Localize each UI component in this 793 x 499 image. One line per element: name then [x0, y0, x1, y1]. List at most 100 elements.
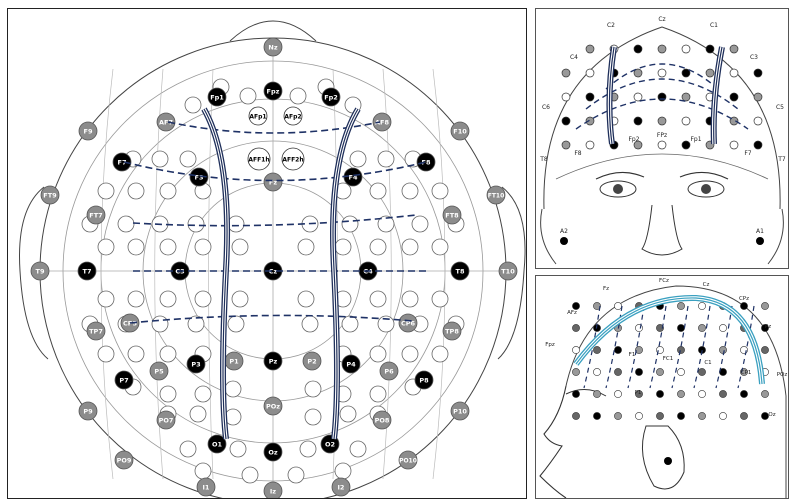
electrode-aff1h	[247, 147, 271, 171]
electrode-label-p4: P4	[346, 360, 356, 368]
side-electrode	[677, 302, 685, 310]
front-label-c2: C2	[607, 22, 615, 29]
side-electrode	[572, 368, 580, 376]
front-electrode	[681, 92, 691, 102]
intermediate-electrode	[339, 405, 357, 423]
meridian-right-3	[432, 68, 446, 480]
side-electrode	[698, 390, 706, 398]
side-cyan-strip-gap	[574, 296, 764, 385]
intermediate-electrode	[289, 87, 307, 105]
side-electrode	[719, 346, 727, 354]
electrode-label-po9: PO9	[117, 456, 132, 464]
front-electrode	[633, 44, 643, 54]
side-label-f1: F1	[629, 352, 636, 358]
intermediate-electrode	[341, 215, 359, 233]
left-ear-outline	[19, 186, 49, 360]
front-electrode	[561, 140, 571, 150]
front-electrode	[633, 140, 643, 150]
front-dashed-arc-3	[605, 63, 719, 90]
side-label-poz: POz	[777, 372, 788, 378]
front-electrode	[729, 44, 739, 54]
electrode-label-aff1h: AFF1h	[248, 156, 269, 163]
side-electrode	[761, 390, 769, 398]
front-electrode	[681, 44, 691, 54]
electrode-label-f3: F3	[195, 173, 204, 181]
intermediate-electrode	[401, 290, 419, 308]
front-left-pupil	[613, 184, 623, 194]
dashed-line-3	[132, 214, 417, 227]
dashed-line-5	[129, 314, 414, 324]
electrode-label-t9: T9	[36, 267, 45, 275]
electrode-iz	[263, 481, 283, 498]
electrode-p2	[302, 351, 322, 371]
intermediate-electrode	[431, 290, 449, 308]
electrode-po7	[156, 410, 176, 430]
front-left-strip-inner	[608, 46, 615, 145]
electrode-label-af8: AF8	[375, 118, 389, 126]
front-left-eye	[599, 180, 637, 198]
electrode-label-fp2: Fp2	[324, 93, 338, 101]
electrode-label-afp1: AFp1	[249, 113, 266, 120]
side-electrode	[614, 346, 622, 354]
side-electrode	[593, 368, 601, 376]
electrode-label-f10: F10	[453, 127, 467, 135]
intermediate-electrode	[341, 315, 359, 333]
intermediate-electrode	[369, 238, 387, 256]
electrode-label-p7: P7	[119, 376, 128, 384]
electrode-label-p2: P2	[307, 357, 316, 365]
side-label-oz: Oz	[768, 412, 775, 418]
intermediate-electrode	[369, 385, 387, 403]
side-electrode	[677, 412, 685, 420]
front-head-outline	[543, 26, 781, 210]
side-electrode	[656, 368, 664, 376]
electrode-f10	[450, 121, 470, 141]
intermediate-electrode	[377, 315, 395, 333]
electrode-af8	[372, 112, 392, 132]
electrode-label-ft7: FT7	[89, 211, 102, 219]
side-electrode	[614, 302, 622, 310]
front-electrode	[657, 116, 667, 126]
electrode-ft10	[486, 185, 506, 205]
right-strip-inner	[332, 108, 359, 440]
electrode-label-p3: P3	[191, 360, 200, 368]
intermediate-electrode	[297, 290, 315, 308]
intermediate-electrode	[287, 466, 305, 484]
front-electrode	[705, 44, 715, 54]
intermediate-electrode	[184, 96, 202, 114]
side-dashed-line	[671, 305, 689, 389]
intermediate-electrode	[97, 345, 115, 363]
electrode-i1	[196, 477, 216, 497]
electrode-p4	[341, 354, 361, 374]
intermediate-electrode	[299, 440, 317, 458]
electrode-label-p8: P8	[419, 376, 429, 384]
intermediate-electrode	[369, 290, 387, 308]
front-electrode	[681, 116, 691, 126]
intermediate-electrode	[127, 290, 145, 308]
side-electrode	[761, 412, 769, 420]
side-electrode	[740, 346, 748, 354]
electrode-i2	[331, 477, 351, 497]
front-label-fp2: Fp2	[628, 136, 639, 143]
electrode-aff2h	[281, 147, 305, 171]
intermediate-electrode	[127, 345, 145, 363]
side-electrode	[677, 346, 685, 354]
side-electrode	[593, 412, 601, 420]
side-label-cz: Cz	[703, 282, 710, 288]
electrode-p9	[78, 401, 98, 421]
electrode-t7	[77, 261, 97, 281]
intermediate-electrode	[187, 215, 205, 233]
front-label-t7: T7	[777, 156, 786, 163]
electrode-t10	[498, 261, 518, 281]
intermediate-electrode	[377, 215, 395, 233]
side-electrode	[572, 346, 580, 354]
electrode-p6	[379, 361, 399, 381]
front-electrode	[753, 92, 763, 102]
electrode-label-ft8: FT8	[445, 211, 459, 219]
intermediate-electrode	[431, 238, 449, 256]
electrode-pz	[263, 351, 283, 371]
side-electrode	[761, 324, 769, 332]
front-label-c5: C5	[776, 104, 784, 111]
front-ear-electrode-a1	[756, 237, 764, 245]
